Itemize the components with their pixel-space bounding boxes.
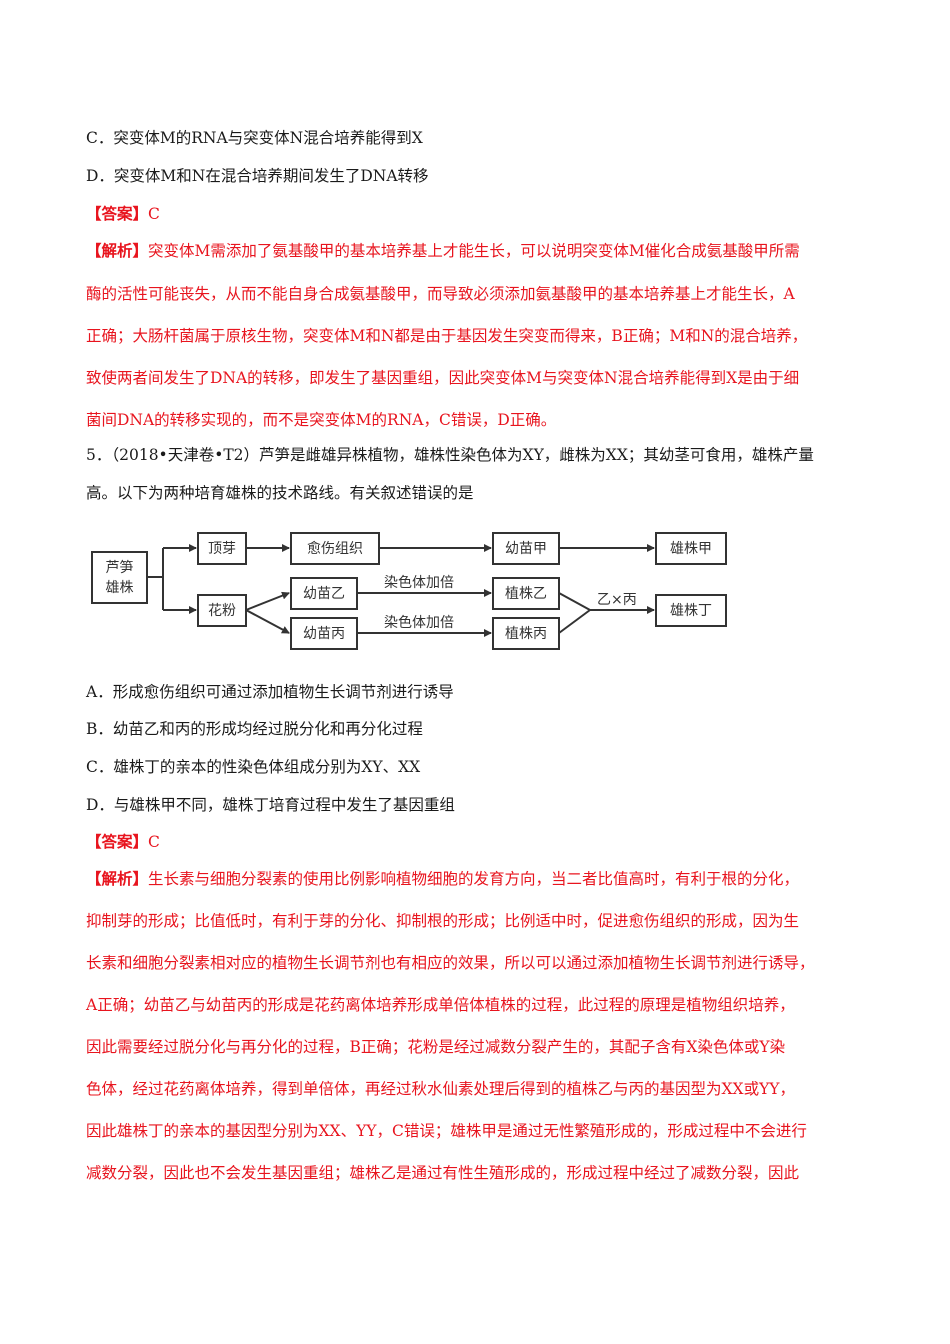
q5-stem-line-1: 5．（2018•天津卷•T2）芦笋是雌雄异株植物，雄株性染色体为XY，雌株为XX… [86, 446, 814, 464]
node-asparagus-male: 芦笋 雄株 [91, 551, 148, 604]
q5-analysis-line-1: 【解析】生长素与细胞分裂素的使用比例影响植物细胞的发育方向，当二者比值高时，有利… [86, 869, 800, 888]
q5-analysis-line-6: 色体，经过花药离体培养，得到单倍体，再经过秋水仙素处理后得到的植株乙与丙的基因型… [86, 1080, 796, 1098]
node-apical-bud: 顶芽 [197, 532, 247, 565]
answer-tag: 【答案】 [86, 832, 149, 851]
node-callus: 愈伤组织 [290, 532, 380, 565]
node-male-jia: 雄株甲 [655, 532, 727, 565]
q4-analysis-line-3: 正确；大肠杆菌属于原核生物，突变体M和N都是由于基因发生突变而得来，B正确；M和… [86, 327, 808, 345]
edge-label-cross: 乙×丙 [597, 592, 637, 608]
answer-value: C [148, 833, 160, 851]
analysis-tag: 【解析】 [86, 241, 149, 260]
edge-label-doubling-1: 染色体加倍 [384, 575, 454, 591]
q5-analysis-line-4: A正确；幼苗乙与幼苗丙的形成是花药离体培养形成单倍体植株的过程，此过程的原理是植… [86, 996, 795, 1014]
q5-analysis-line-5: 因此需要经过脱分化与再分化的过程，B正确；花粉是经过减数分裂产生的，其配子含有X… [86, 1038, 786, 1056]
q5-analysis-line-3: 长素和细胞分裂素相对应的植物生长调节剂也有相应的效果，所以可以通过添加植物生长调… [86, 954, 815, 972]
q5-analysis-line-8: 减数分裂，因此也不会发生基因重组；雄株乙是通过有性生殖形成的，形成过程中经过了减… [86, 1164, 800, 1182]
q4-option-c: C．突变体M的RNA与突变体N混合培养能得到X [86, 129, 423, 147]
q4-option-d: D．突变体M和N在混合培养期间发生了DNA转移 [86, 167, 429, 185]
q5-option-a: A．形成愈伤组织可通过添加植物生长调节剂进行诱导 [86, 683, 454, 701]
q4-analysis-line-5: 菌间DNA的转移实现的，而不是突变体M的RNA，C错误，D正确。 [86, 411, 557, 429]
q5-option-c: C．雄株丁的亲本的性染色体组成分别为XY、XX [86, 758, 421, 776]
node-male-ding: 雄株丁 [655, 594, 727, 627]
q5-option-b: B．幼苗乙和丙的形成均经过脱分化和再分化过程 [86, 720, 423, 738]
q4-analysis-line-1: 【解析】突变体M需添加了氨基酸甲的基本培养基上才能生长，可以说明突变体M催化合成… [86, 241, 800, 260]
node-seedling-yi: 幼苗乙 [290, 577, 358, 610]
answer-value: C [148, 205, 160, 223]
node-pollen: 花粉 [197, 594, 247, 627]
edge-label-doubling-2: 染色体加倍 [384, 615, 454, 631]
node-seedling-jia: 幼苗甲 [492, 532, 560, 565]
node-plant-yi: 植株乙 [492, 577, 560, 610]
q5-analysis-line-2: 抑制芽的形成；比值低时，有利于芽的分化、抑制根的形成；比例适中时，促进愈伤组织的… [86, 912, 800, 930]
node-seedling-bing: 幼苗丙 [290, 617, 358, 650]
node-plant-bing: 植株丙 [492, 617, 560, 650]
q4-analysis-line-2: 酶的活性可能丧失，从而不能自身合成氨基酸甲，而导致必须添加氨基酸甲的基本培养基上… [86, 285, 795, 303]
q5-answer: 【答案】C [86, 832, 160, 852]
q4-answer: 【答案】C [86, 204, 160, 224]
q5-stem-line-2: 高。以下为两种培育雄株的技术路线。有关叙述错误的是 [86, 484, 474, 502]
q5-analysis-line-7: 因此雄株丁的亲本的基因型分别为XX、YY，C错误；雄株甲是通过无性繁殖形成的，形… [86, 1122, 807, 1140]
answer-tag: 【答案】 [86, 204, 149, 223]
q5-option-d: D．与雄株甲不同，雄株丁培育过程中发生了基因重组 [86, 796, 455, 814]
analysis-tag: 【解析】 [86, 869, 149, 888]
q4-analysis-line-4: 致使两者间发生了DNA的转移，即发生了基因重组，因此突变体M与突变体N混合培养能… [86, 369, 800, 387]
